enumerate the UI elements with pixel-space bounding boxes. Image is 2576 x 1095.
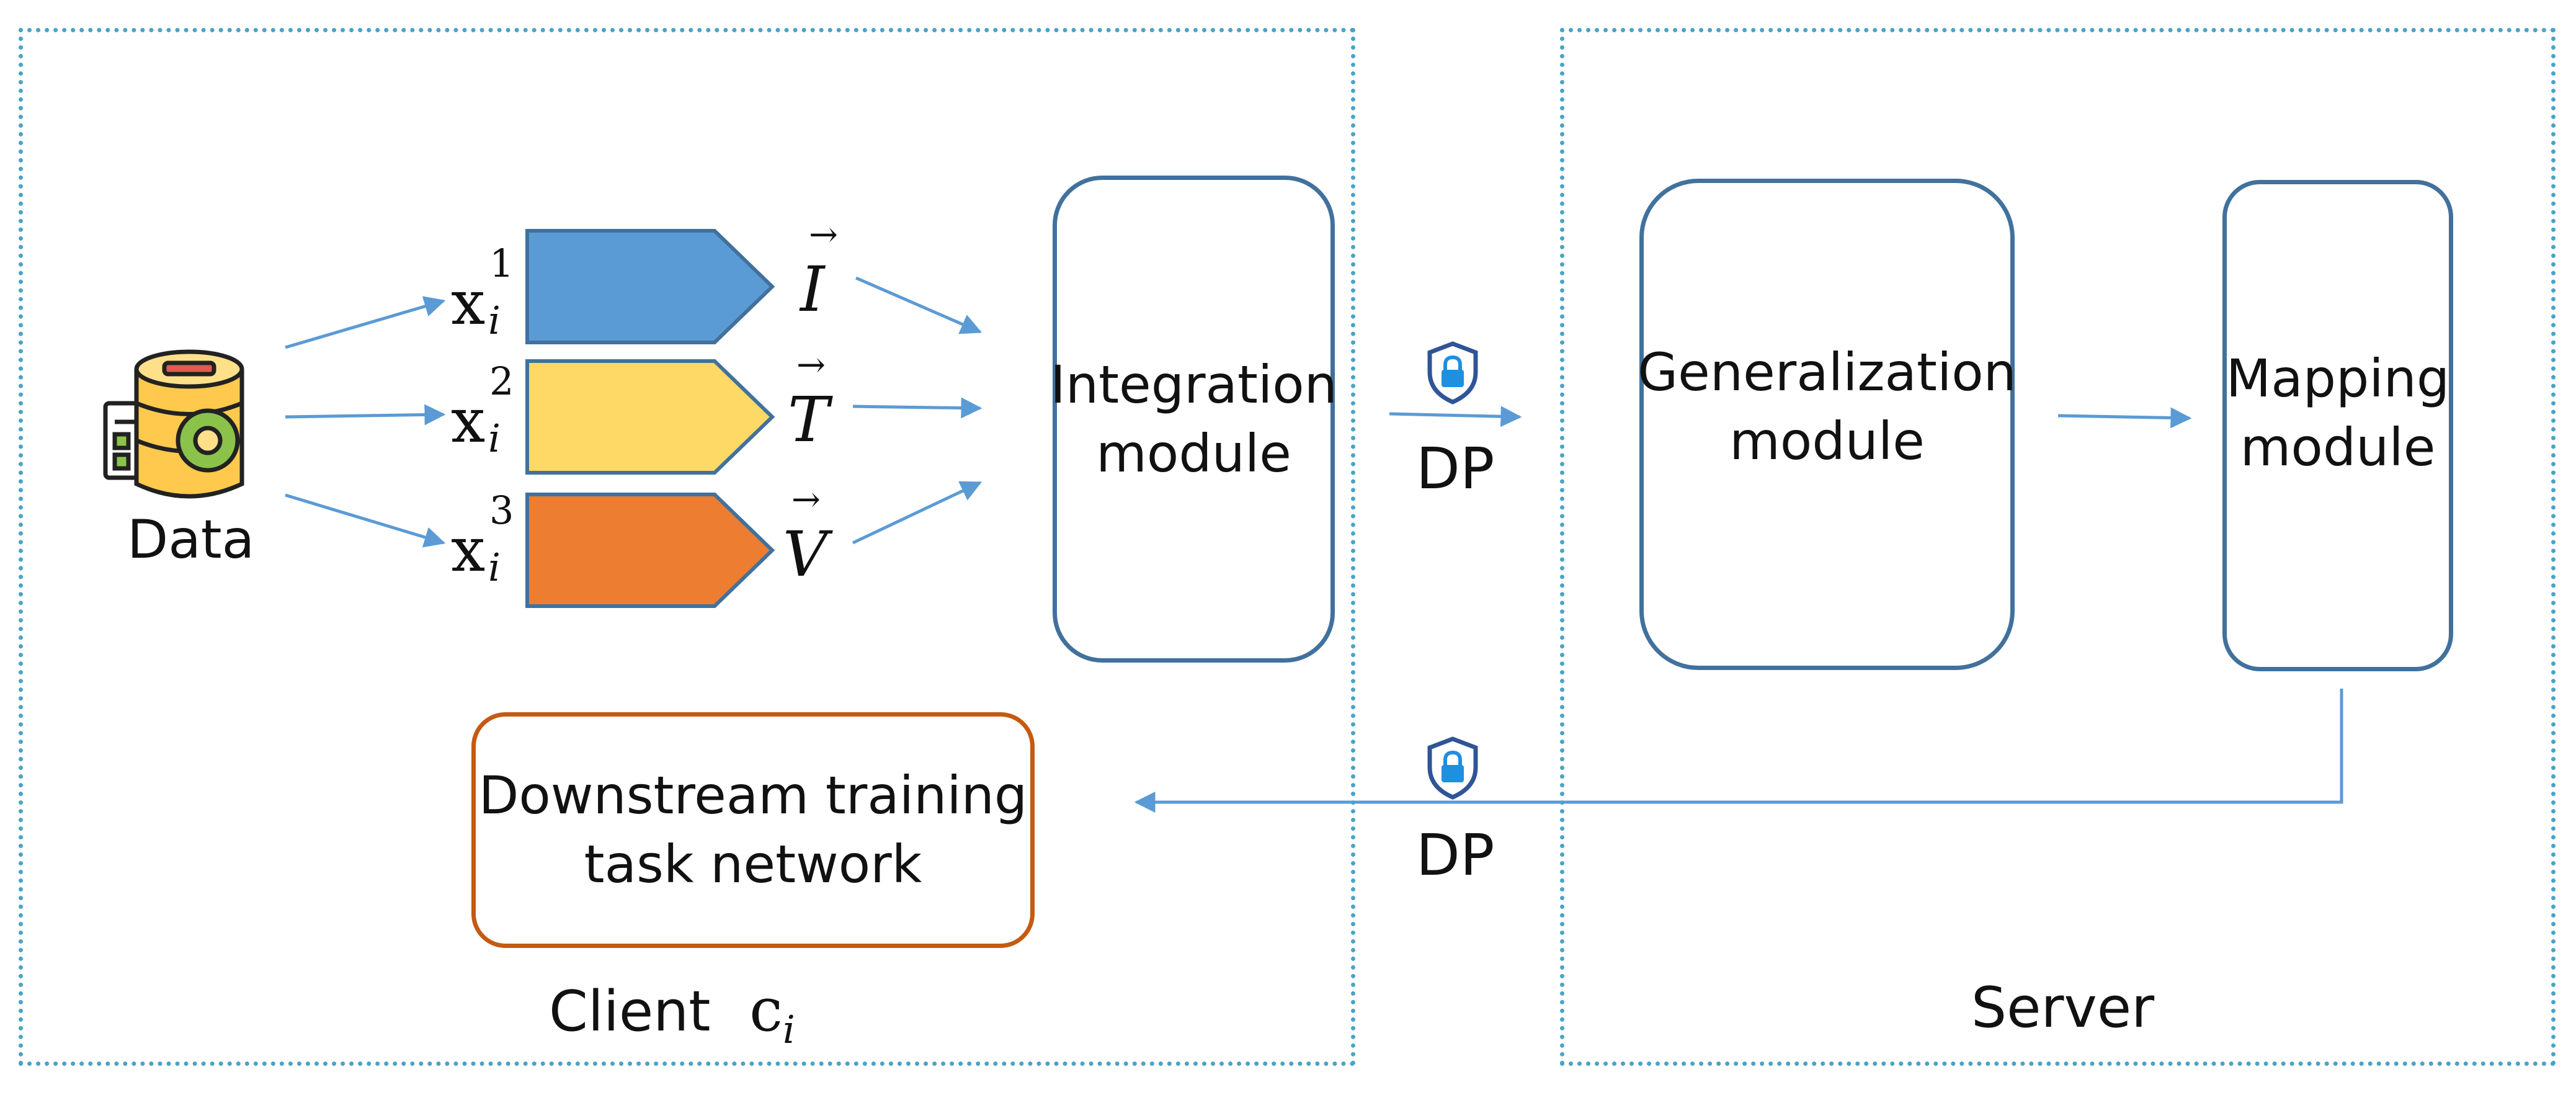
integration-module: Integration module: [1050, 176, 1337, 663]
mapping-module-line1: Mapping: [2226, 348, 2450, 409]
downstream-line2: task network: [584, 834, 922, 895]
arrow-v-to-integration: [852, 481, 983, 545]
vector-i: →I: [800, 215, 838, 326]
input-var-1-sup: 1: [489, 241, 514, 286]
encoder-text: [525, 359, 775, 475]
encoder-video: [525, 493, 775, 608]
input-var-2-sub: i: [488, 416, 501, 461]
input-var-3: x 3 i: [451, 491, 514, 587]
client-label: Client ci: [549, 975, 795, 1052]
arrow-data-to-x2: [285, 404, 446, 426]
integration-module-line1: Integration: [1050, 354, 1337, 415]
input-var-3-sup: 3: [489, 488, 514, 533]
client-label-subscript: ci: [749, 975, 795, 1053]
encoder-image: [525, 229, 775, 344]
arrow-i-to-integration: [855, 276, 983, 334]
downstream-task-network: Downstream training task network: [471, 712, 1035, 948]
input-var-2-sup: 2: [489, 359, 514, 404]
vector-i-label: I: [800, 253, 825, 326]
mapping-module: Mapping module: [2222, 180, 2453, 671]
input-var-2: x 2 i: [451, 362, 514, 458]
arrow-t-to-integration: [852, 397, 983, 419]
vector-t: →T: [788, 345, 829, 456]
dp-upload-label: DP: [1416, 436, 1495, 502]
input-var-3-name: x: [451, 515, 486, 586]
server-label: Server: [1971, 975, 2155, 1040]
downstream-line1: Downstream training: [478, 765, 1028, 826]
arrow-generalization-to-mapping: [2057, 407, 2192, 429]
arrow-data-to-x3: [285, 493, 446, 548]
generalization-module-line2: module: [1729, 410, 1925, 472]
database-icon: [103, 349, 244, 499]
arrow-integration-to-generalization: [1389, 406, 1522, 427]
data-label: Data: [127, 509, 255, 571]
generalization-module: Generalization module: [1638, 179, 2017, 670]
vector-v: →V: [783, 480, 828, 591]
input-var-1-sub: i: [488, 298, 501, 343]
input-var-1: x 1 i: [451, 244, 514, 340]
generalization-module-line1: Generalization: [1638, 342, 2017, 403]
vector-t-label: T: [788, 383, 829, 456]
server-frame: [1560, 28, 2556, 1066]
arrow-data-to-x1: [285, 296, 446, 349]
input-var-1-name: x: [451, 268, 486, 339]
input-var-2-name: x: [451, 386, 486, 457]
input-var-3-sub: i: [488, 545, 501, 590]
lock-shield-icon: [1427, 341, 1478, 404]
dp-download-label: DP: [1416, 822, 1495, 888]
lock-shield-icon: [1427, 736, 1478, 800]
client-label-text: Client: [549, 979, 711, 1044]
integration-module-line2: module: [1096, 422, 1291, 484]
client-frame: [19, 28, 1355, 1066]
arrow-mapping-to-downstream: [1134, 689, 2343, 813]
mapping-module-line2: module: [2240, 416, 2436, 478]
vector-v-label: V: [783, 518, 828, 591]
